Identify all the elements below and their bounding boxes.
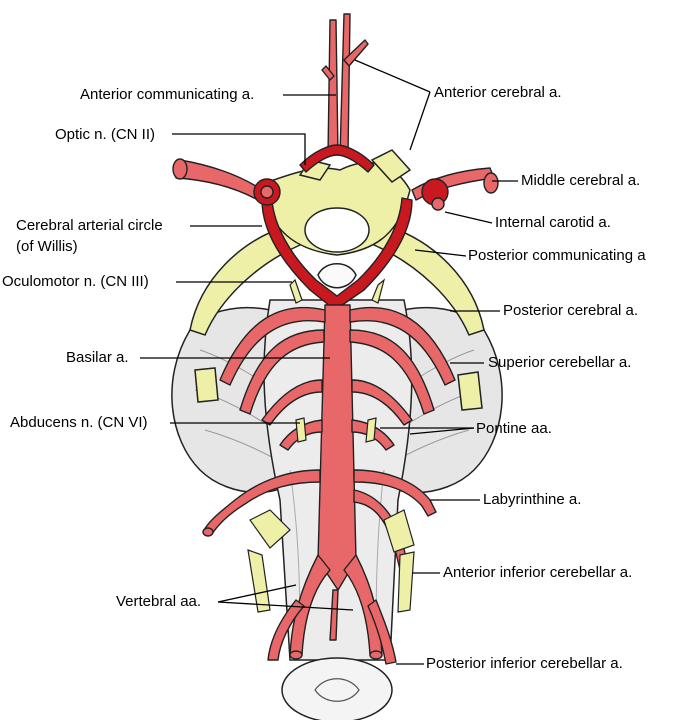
label-superior-cerebellar: Superior cerebellar a. bbox=[488, 354, 632, 371]
label-labyrinthine: Labyrinthine a. bbox=[483, 491, 582, 508]
label-posterior-communicating: Posterior communicating a bbox=[468, 247, 646, 264]
label-abducens: Abducens n. (CN VI) bbox=[10, 414, 148, 431]
label-oculomotor: Oculomotor n. (CN III) bbox=[2, 273, 149, 290]
label-internal-carotid: Internal carotid a. bbox=[495, 214, 611, 231]
label-middle-cerebral: Middle cerebral a. bbox=[521, 172, 641, 189]
cranial-nerves bbox=[247, 278, 415, 613]
arteries bbox=[172, 13, 499, 665]
label-anterior-inferior-cerebellar: Anterior inferior cerebellar a. bbox=[443, 564, 633, 581]
temporal-lobes bbox=[189, 224, 485, 411]
label-optic-nerve: Optic n. (CN II) bbox=[55, 126, 156, 143]
label-pontine: Pontine aa. bbox=[476, 420, 552, 437]
label-anterior-cerebral: Anterior cerebral a. bbox=[434, 84, 562, 101]
label-circle-line2: (of Willis) bbox=[16, 238, 78, 255]
label-basilar: Basilar a. bbox=[66, 349, 129, 366]
label-posterior-cerebral: Posterior cerebral a. bbox=[503, 302, 639, 319]
optic-chiasm-area bbox=[259, 149, 412, 289]
label-anterior-communicating: Anterior communicating a. bbox=[80, 86, 255, 103]
label-vertebral: Vertebral aa. bbox=[116, 593, 202, 610]
label-posterior-inferior-cerebellar: Posterior inferior cerebellar a. bbox=[426, 655, 623, 672]
label-circle-line1: Cerebral arterial circle bbox=[16, 217, 163, 234]
leader-lines bbox=[140, 59, 518, 665]
